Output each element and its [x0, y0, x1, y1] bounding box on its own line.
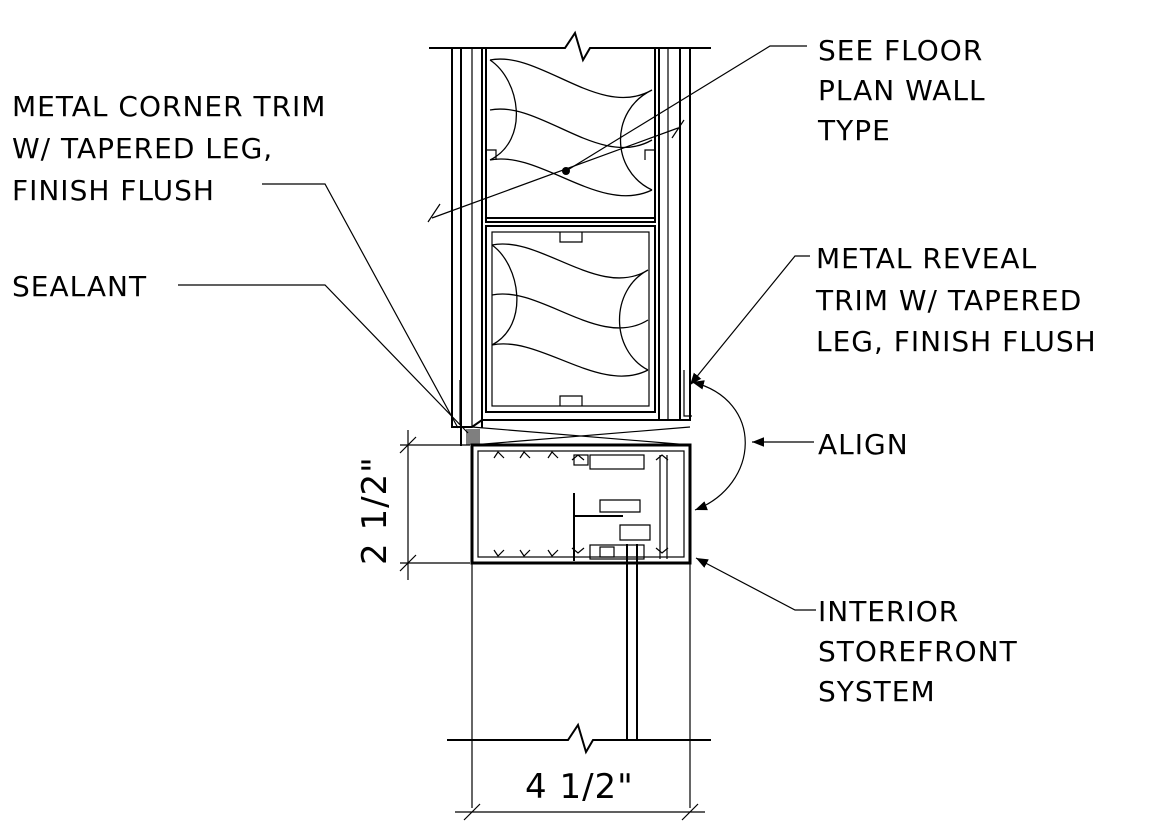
head-blocking	[460, 426, 691, 446]
svg-text:METAL REVEAL: METAL REVEAL	[816, 242, 1037, 275]
label-storefront: INTERIOR STOREFRONT SYSTEM	[818, 595, 1018, 708]
top-break-line	[429, 30, 711, 63]
insulation-upper	[489, 58, 653, 197]
insulation-lower	[491, 243, 649, 377]
svg-text:SEALANT: SEALANT	[12, 270, 147, 303]
svg-text:METAL CORNER TRIM: METAL CORNER TRIM	[12, 90, 326, 123]
dimension-width-text: 4 1/2"	[525, 767, 634, 807]
label-corner-trim: METAL CORNER TRIM W/ TAPERED LEG, FINISH…	[12, 90, 326, 207]
bottom-break-line	[447, 722, 711, 755]
storefront-frame	[470, 443, 692, 565]
label-sealant: SEALANT	[12, 270, 147, 303]
wall-cut-line	[431, 127, 679, 219]
leaders	[178, 45, 816, 611]
svg-text:FINISH FLUSH: FINISH FLUSH	[12, 174, 215, 207]
label-align: ALIGN	[818, 428, 909, 461]
svg-text:PLAN WALL: PLAN WALL	[818, 74, 986, 107]
dimension-height-text: 2 1/2"	[355, 456, 395, 565]
svg-text:LEG, FINISH FLUSH: LEG, FINISH FLUSH	[816, 325, 1097, 358]
sealant-bead	[466, 429, 480, 445]
svg-text:SYSTEM: SYSTEM	[818, 675, 936, 708]
dimension-frame-width: 4 1/2"	[455, 767, 705, 821]
svg-text:ALIGN: ALIGN	[818, 428, 909, 461]
svg-text:SEE FLOOR: SEE FLOOR	[818, 34, 983, 67]
wall-assembly	[427, 30, 711, 428]
svg-text:STOREFRONT: STOREFRONT	[818, 635, 1018, 668]
label-see-floor-plan: SEE FLOOR PLAN WALL TYPE	[817, 34, 986, 147]
dimension-frame-height: 2 1/2"	[355, 430, 470, 580]
label-reveal-trim: METAL REVEAL TRIM W/ TAPERED LEG, FINISH…	[815, 242, 1097, 358]
svg-text:W/ TAPERED LEG,: W/ TAPERED LEG,	[12, 132, 273, 165]
svg-text:INTERIOR: INTERIOR	[818, 595, 959, 628]
svg-text:TRIM W/ TAPERED: TRIM W/ TAPERED	[815, 284, 1082, 317]
svg-text:TYPE: TYPE	[817, 114, 891, 147]
glazing-and-jambs	[447, 544, 711, 808]
